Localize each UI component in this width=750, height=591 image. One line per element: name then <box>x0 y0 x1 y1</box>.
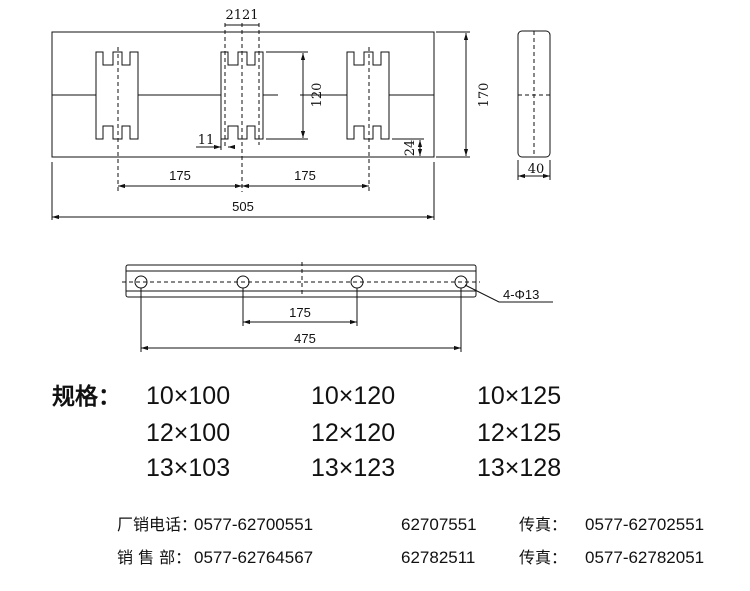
bottom-view: 175 475 4-Φ13 <box>122 262 553 352</box>
spec-item: 13×103 <box>146 454 230 482</box>
dim-height-total: 170 <box>477 83 492 108</box>
dim-hole-span: 475 <box>294 331 316 346</box>
dim-spacing-right: 175 <box>294 168 316 183</box>
dim-height-inner: 120 <box>310 83 325 108</box>
dim-bottom-gap: 24 <box>403 140 418 157</box>
specs: 规格： 10×100 10×120 10×125 12×100 12×120 1… <box>52 382 561 482</box>
contact-phone: 0577-62700551 <box>194 515 313 534</box>
spec-item: 10×120 <box>311 382 395 410</box>
contact-phone: 62707551 <box>401 515 477 534</box>
contact-label: 厂销电话： <box>117 515 197 534</box>
spec-item: 12×125 <box>477 419 561 447</box>
spec-item: 12×100 <box>146 419 230 447</box>
dim-spacing-left: 175 <box>169 168 191 183</box>
fax-label: 传真： <box>519 548 567 567</box>
dim-pitch-top: 2121 <box>225 8 258 23</box>
dim-width: 40 <box>528 162 545 177</box>
spec-item: 10×100 <box>146 382 230 410</box>
spec-item: 10×125 <box>477 382 561 410</box>
contact-phone: 62782511 <box>401 548 475 567</box>
spec-item: 12×120 <box>311 419 395 447</box>
dim-slot: 11 <box>198 133 215 148</box>
contacts: 厂销电话： 0577-62700551 62707551 传真： 0577-62… <box>117 515 704 567</box>
specs-label: 规格： <box>52 383 121 410</box>
fax-number: 0577-62702551 <box>585 515 704 534</box>
hole-callout: 4-Φ13 <box>503 287 539 302</box>
contact-phone: 0577-62764567 <box>194 548 313 567</box>
contact-label: 销 售 部： <box>117 548 191 567</box>
spec-item: 13×123 <box>311 454 395 482</box>
insulator-left <box>95 51 139 140</box>
front-view: 2121 120 170 24 11 175 175 505 <box>51 8 492 220</box>
spec-item: 13×128 <box>477 454 561 482</box>
dim-length: 505 <box>232 199 254 214</box>
insulator-middle <box>220 51 264 140</box>
fax-label: 传真： <box>519 515 567 534</box>
busbar-outline <box>51 31 435 158</box>
fax-number: 0577-62782051 <box>585 548 704 567</box>
insulator-right <box>346 51 390 140</box>
side-view: 40 <box>517 30 551 180</box>
dim-hole-spacing: 175 <box>289 305 311 320</box>
bar-outline <box>125 264 477 298</box>
